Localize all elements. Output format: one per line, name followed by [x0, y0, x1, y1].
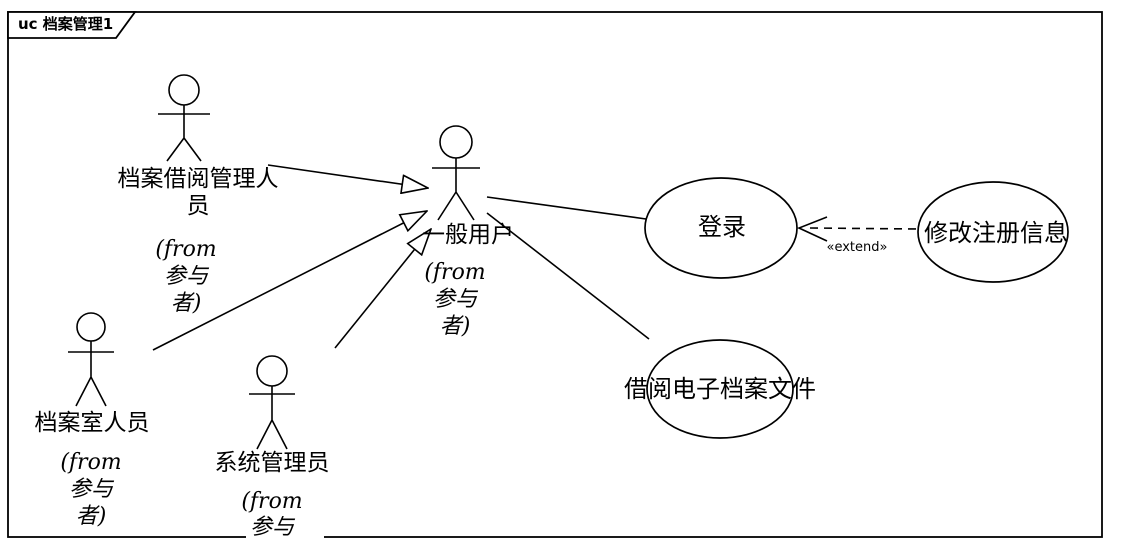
generalization-system-administrator-to-general-user[interactable]: [334, 229, 431, 349]
actor-system-administrator-label[interactable]: 系统管理员: [214, 450, 330, 476]
usecase-borrow-electronic-archive-files-label[interactable]: 借阅电子档案文件: [624, 375, 816, 403]
actor-general-user-stereotype: (from 参与 者): [424, 260, 486, 339]
association-general-user-login[interactable]: [486, 196, 647, 220]
actor-archive-room-staff-stereotype: (from 参与 者): [60, 450, 122, 529]
usecase-login-label[interactable]: 登录: [698, 213, 746, 241]
frame-tab: [7, 11, 137, 39]
actor-archive-room-staff[interactable]: [68, 312, 114, 407]
usecase-borrow-electronic-archive-files[interactable]: [646, 339, 794, 439]
usecase-modify-registration-info[interactable]: [917, 181, 1069, 283]
actor-archive-borrowing-manager-label[interactable]: 档案借阅管理人 员: [117, 166, 279, 219]
actor-system-administrator[interactable]: [249, 355, 295, 450]
generalization-archive-room-staff-to-general-user[interactable]: [152, 211, 427, 351]
actor-archive-room-staff-label[interactable]: 档案室人员: [34, 410, 150, 436]
extend-arrow-modify-registration-to-login[interactable]: [796, 216, 919, 242]
actor-archive-borrowing-manager-stereotype: (from 参与 者): [155, 237, 217, 316]
actor-general-user[interactable]: [432, 125, 480, 221]
frame-border-gap: [246, 531, 324, 541]
usecase-modify-registration-info-label[interactable]: 修改注册信息: [924, 219, 1068, 247]
generalization-borrowing-manager-to-general-user[interactable]: [267, 164, 428, 188]
actor-system-administrator-stereotype: (from 参与: [241, 489, 303, 540]
extend-stereotype-label: «extend»: [826, 240, 888, 255]
usecase-login[interactable]: [644, 177, 798, 279]
open-arrowhead-icon: [796, 216, 828, 242]
frame-title: uc 档案管理1: [18, 15, 114, 33]
actor-archive-borrowing-manager[interactable]: [158, 74, 210, 162]
actor-general-user-label[interactable]: 一般用户: [422, 222, 514, 248]
association-general-user-borrow-files[interactable]: [486, 212, 650, 340]
